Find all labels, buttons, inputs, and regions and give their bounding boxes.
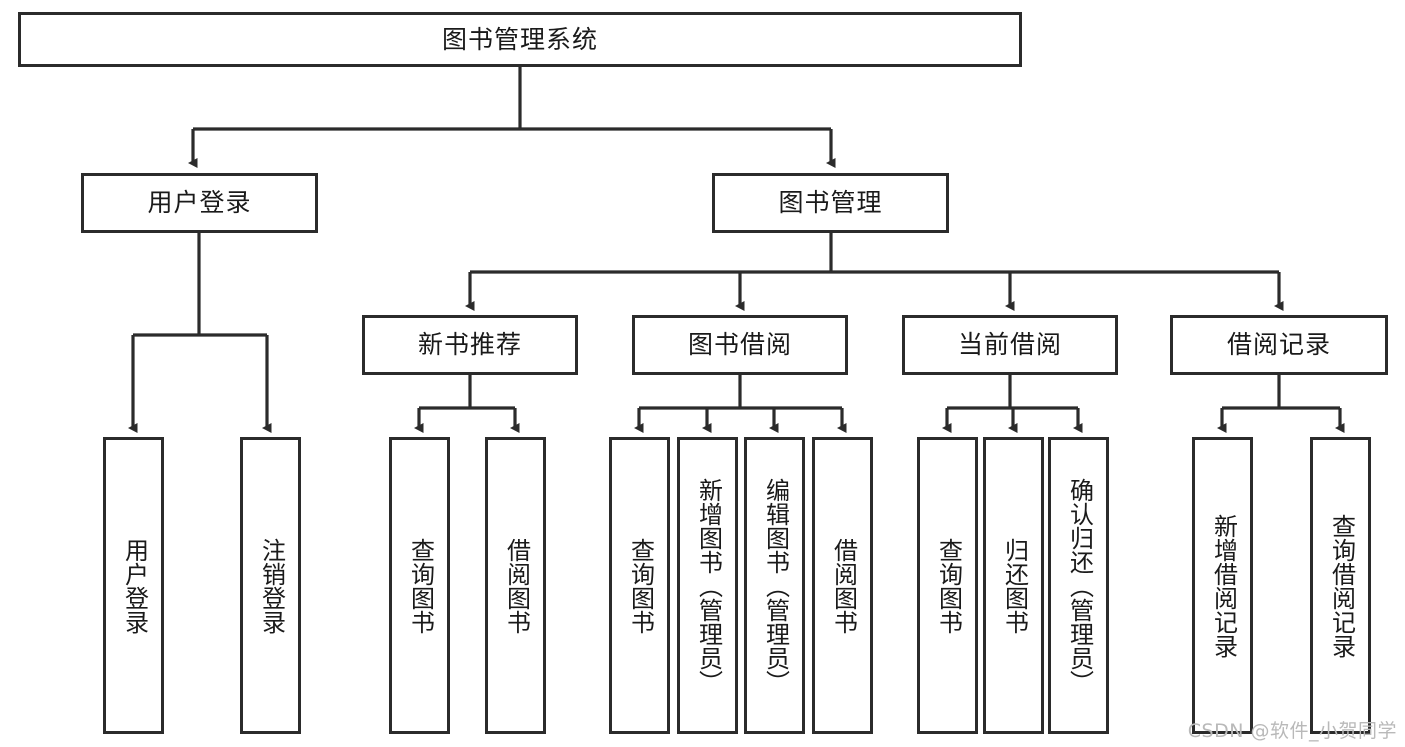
leaf-query-borrow-record[interactable]: 查询借阅记录: [1310, 437, 1371, 734]
leaf-edit-book-admin[interactable]: 编辑图书（管理员）: [744, 437, 805, 734]
node-current-borrow[interactable]: 当前借阅: [902, 315, 1118, 375]
leaf-borrow-book-borrow[interactable]: 借阅图书: [812, 437, 873, 734]
node-root-system[interactable]: 图书管理系统: [18, 12, 1022, 67]
leaf-borrow-book-new[interactable]: 借阅图书: [485, 437, 546, 734]
leaf-return-book[interactable]: 归还图书: [983, 437, 1044, 734]
leaf-add-borrow-record[interactable]: 新增借阅记录: [1192, 437, 1253, 734]
watermark-credit: CSDN @软件_小贺同学: [1187, 720, 1397, 742]
leaf-query-book-borrow[interactable]: 查询图书: [609, 437, 670, 734]
leaf-add-book-admin[interactable]: 新增图书（管理员）: [677, 437, 738, 734]
leaf-user-logout[interactable]: 注销登录: [240, 437, 301, 734]
leaf-query-book-new[interactable]: 查询图书: [389, 437, 450, 734]
node-user-login[interactable]: 用户登录: [81, 173, 318, 233]
node-borrow-record[interactable]: 借阅记录: [1170, 315, 1388, 375]
leaf-query-book-current[interactable]: 查询图书: [917, 437, 978, 734]
node-new-book-recommend[interactable]: 新书推荐: [362, 315, 578, 375]
node-book-manage[interactable]: 图书管理: [712, 173, 949, 233]
leaf-user-login[interactable]: 用户登录: [103, 437, 164, 734]
node-book-borrow[interactable]: 图书借阅: [632, 315, 848, 375]
leaf-confirm-return-admin[interactable]: 确认归还（管理员）: [1048, 437, 1109, 734]
